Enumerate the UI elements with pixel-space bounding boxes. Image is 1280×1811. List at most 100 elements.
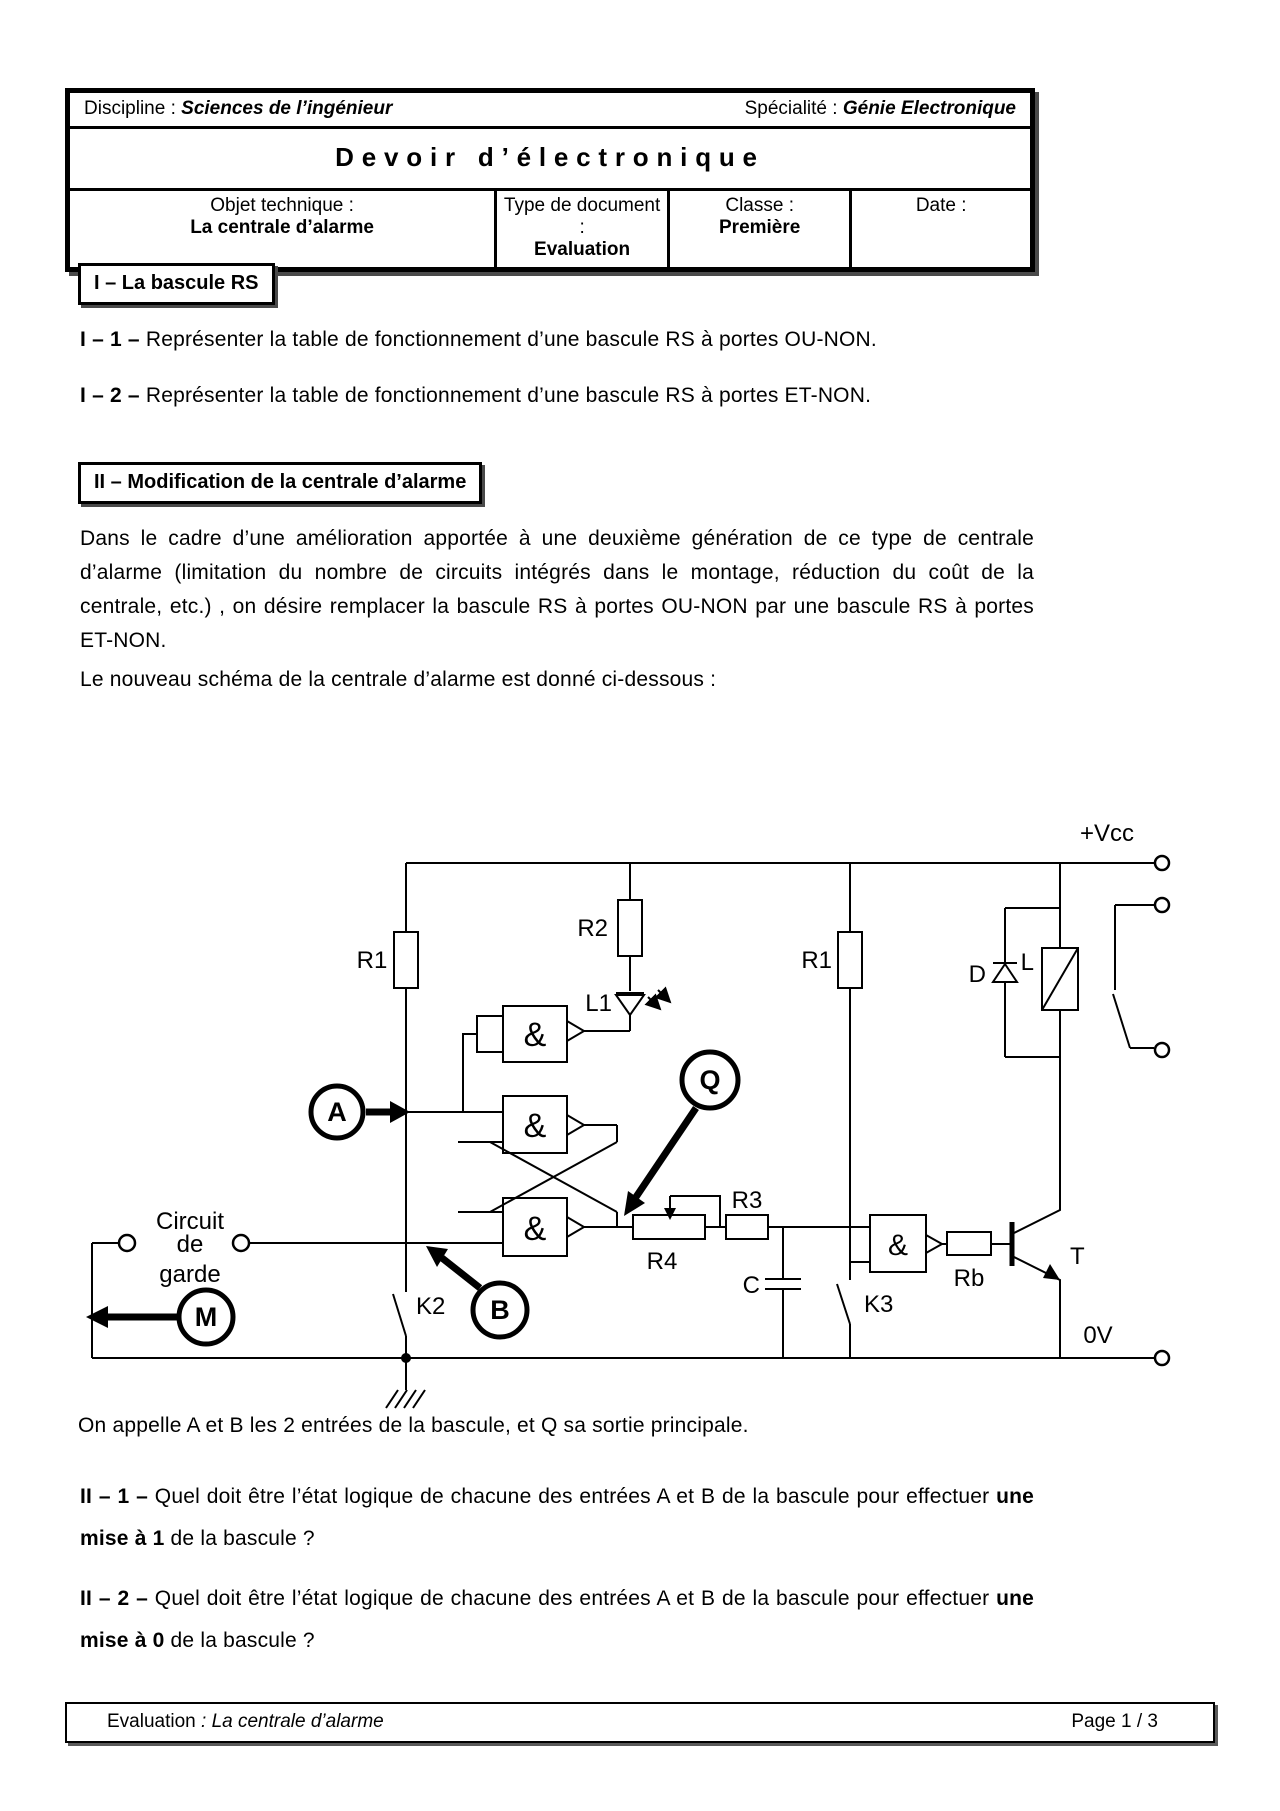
discipline-value: Sciences de l’ingénieur: [181, 98, 393, 119]
footer-doc-type: Evaluation: [107, 1711, 196, 1732]
nand-gate-1: [502, 1005, 568, 1063]
l1-label: L1: [585, 990, 612, 1017]
cell-classe: Classe : Première: [670, 191, 853, 267]
potentiometer-r4: [632, 1214, 706, 1240]
footer-page-number: Page 1 / 3: [1071, 1711, 1158, 1732]
question-1-2: I – 2 – Représenter la table de fonction…: [80, 384, 1036, 408]
nand-gate-2: [502, 1095, 568, 1154]
question-2-1-pre: Quel doit être l’état logique de chacune…: [154, 1485, 990, 1508]
diode-d-branch: [1004, 907, 1060, 1058]
output-q-arrowhead: [624, 1191, 645, 1216]
vcc-terminal: [1153, 854, 1171, 872]
garde-terminal-left: [117, 1233, 137, 1253]
output-q-circle: [679, 1049, 741, 1111]
objet-technique-value: La centrale d’alarme: [190, 217, 374, 238]
input-a-arrowhead: [390, 1101, 410, 1123]
input-b-arrowhead: [426, 1246, 448, 1267]
date-value: [854, 217, 1028, 239]
nand-gate-4-symbol: &: [888, 1229, 908, 1262]
contact-terminal-top: [1153, 896, 1171, 914]
discipline-label: Discipline :: [84, 98, 176, 119]
garde-label-line2: de: [177, 1231, 204, 1258]
relay-contact-wires: [1112, 904, 1155, 1049]
relay-coil-diagonal: [1041, 947, 1079, 1011]
contact-terminal-bottom: [1153, 1041, 1171, 1059]
switch-k3-blade: [836, 1283, 851, 1325]
garde-label-line3: garde: [159, 1261, 220, 1288]
output-q-arrow-shaft: [633, 1106, 699, 1199]
nand-gate-3-invert-wedge: [566, 1216, 586, 1238]
transistor-t-collector: [1011, 1010, 1061, 1235]
garde-loop-wire: [91, 1242, 503, 1358]
output-m-letter: M: [195, 1302, 218, 1332]
question-2-1: II – 1 – Quel doit être l’état logique d…: [80, 1476, 1034, 1560]
section-1-heading: I – La bascule RS: [78, 263, 275, 305]
r4-label: R4: [647, 1248, 678, 1275]
specialite-value: Génie Electronique: [842, 98, 1016, 119]
type-document-label: Type de document :: [503, 195, 661, 238]
alarm-circuit-schematic: +Vcc 0V R1 K2 A & R2 L1 &: [60, 710, 1180, 1415]
specialite-field: Spécialité : Génie Electronique: [745, 98, 1016, 120]
r4-wiper-arrowhead: [664, 1208, 676, 1220]
input-a-circle: [308, 1083, 366, 1141]
right-column-wire: [849, 863, 870, 1358]
question-2-1-number: II – 1 –: [80, 1485, 149, 1508]
discipline-field: Discipline : Sciences de l’ingénieur: [84, 98, 392, 120]
question-2-2-number: II – 2 –: [80, 1587, 149, 1610]
circuit-svg: +Vcc 0V R1 K2 A & R2 L1 &: [86, 820, 1171, 1409]
page-footer: Evaluation : La centrale d’alarme Page 1…: [65, 1702, 1215, 1743]
resistor-r1-right: [837, 931, 863, 989]
t-label: T: [1070, 1243, 1085, 1270]
resistor-r1-left: [393, 931, 419, 989]
switch-k2-blade: [392, 1293, 407, 1337]
nand-gate-4-invert-wedge: [925, 1234, 945, 1254]
r4-wiper-path: [669, 1195, 721, 1227]
r2-label: R2: [577, 915, 608, 942]
question-1-1: I – 1 – Représenter la table de fonction…: [80, 328, 1036, 352]
bascule-note: On appelle A et B les 2 entrées de la ba…: [78, 1414, 749, 1437]
nand-gate-3-symbol: &: [524, 1210, 547, 1248]
cell-date: Date :: [852, 191, 1030, 267]
question-1-2-number: I – 2 –: [80, 384, 140, 407]
resistor-r2: [617, 899, 643, 957]
output-q-letter: Q: [699, 1065, 720, 1095]
section-2-paragraph: Dans le cadre d’une amélioration apporté…: [80, 527, 1034, 652]
footer-doc-info: Evaluation : La centrale d’alarme: [107, 1711, 384, 1733]
nand-gate-4: [869, 1214, 927, 1273]
resistor-rb: [946, 1231, 992, 1256]
question-1-2-text: Représenter la table de fonctionnement d…: [145, 384, 872, 407]
gate2-output-wire: [584, 1124, 618, 1142]
ground-symbol: [385, 1358, 426, 1409]
cell-type-document: Type de document : Evaluation: [497, 191, 670, 267]
led-emission-arrow-1: [644, 993, 662, 1011]
section-2-heading: II – Modification de la centrale d’alarm…: [78, 462, 483, 504]
zero-v-label: 0V: [1083, 1322, 1112, 1349]
a-input-wire: [406, 1033, 503, 1113]
classe-label: Classe :: [725, 195, 794, 216]
input-a-letter: A: [327, 1097, 347, 1127]
r1-left-label: R1: [357, 947, 388, 974]
question-2-1-post: de la bascule ?: [170, 1527, 315, 1550]
nand-gate-1-invert-wedge: [566, 1020, 586, 1042]
type-document-value: Evaluation: [534, 239, 631, 260]
input-b-circle: [470, 1280, 530, 1340]
nand-gate-1-symbol: &: [524, 1016, 547, 1054]
c-label: C: [743, 1272, 760, 1299]
output-m-arrowhead: [86, 1306, 108, 1328]
question-2-2-pre: Quel doit être l’état logique de chacune…: [154, 1587, 990, 1610]
d-label: D: [969, 961, 986, 988]
footer-doc-title: : La centrale d’alarme: [195, 1711, 384, 1732]
transistor-t-emitter-arrow: [1043, 1264, 1060, 1280]
header-row-discipline: Discipline : Sciences de l’ingénieur Spé…: [70, 93, 1030, 129]
zero-v-terminal: [1153, 1349, 1171, 1367]
question-2-2-bold: une mise à 0: [80, 1587, 1034, 1652]
question-2-2: II – 2 – Quel doit être l’état logique d…: [80, 1578, 1034, 1662]
diode-d-triangle: [991, 962, 1019, 983]
cell-objet-technique: Objet technique : La centrale d’alarme: [70, 191, 498, 267]
question-1-1-number: I – 1 –: [80, 328, 140, 351]
led-emission-arrow-2: [654, 986, 672, 1004]
nand-gate-3: [502, 1197, 568, 1257]
question-1-1-text: Représenter la table de fonctionnement d…: [145, 328, 877, 351]
gate1-input-tie: [476, 1015, 504, 1053]
